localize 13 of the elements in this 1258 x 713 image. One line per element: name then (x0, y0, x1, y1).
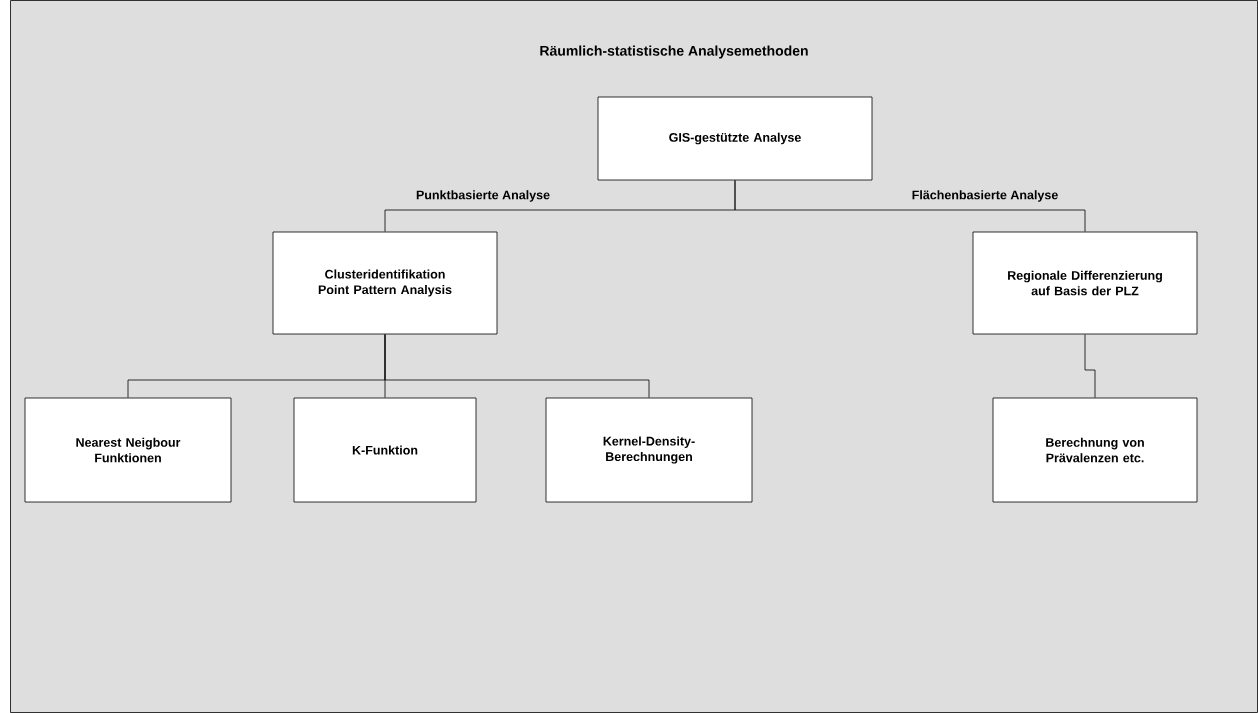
box: K-Funktion (293, 397, 477, 503)
box: Kernel-Density-Berechnungen (545, 397, 753, 503)
box: Nearest Neigbour Funktionen (24, 397, 232, 503)
connector (734, 180, 1086, 232)
title: Räumlich-statistische Analysemethoden (540, 45, 808, 59)
connector (384, 334, 650, 398)
box: Regionale Differenzierung auf Basis der PLZ (972, 231, 1198, 335)
box: Berechnung von Prävalenzen etc. (992, 397, 1198, 503)
edge-label: Punktbasierte Analyse (416, 190, 550, 202)
box: Clusteridentifikation Point Pattern Analysis (272, 231, 498, 335)
edge-label: Flächenbasierte Analyse (912, 190, 1058, 202)
connector (1084, 334, 1096, 398)
box: GIS-gestützte Analyse (597, 96, 873, 181)
